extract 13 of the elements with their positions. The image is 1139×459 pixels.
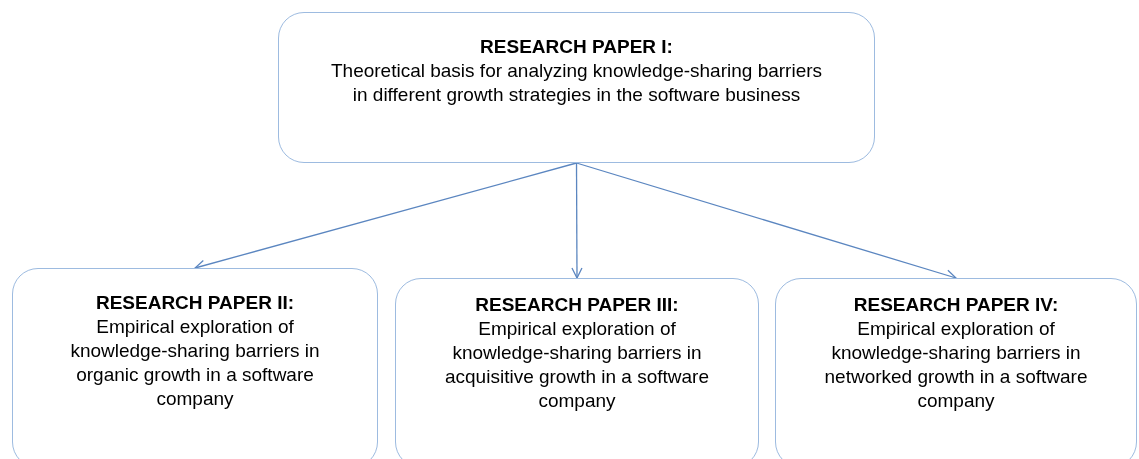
paper-description: Theoretical basis for analyzing knowledge-sharing barriers in different growth strategies in the software business [329,59,824,107]
paper-title: RESEARCH PAPER III: [475,293,679,317]
paper-box [775,278,1137,459]
paper-box [278,12,875,163]
paper-title: RESEARCH PAPER II: [95,291,295,315]
paper-box [12,268,378,459]
paper-box [395,278,759,459]
paper-title: RESEARCH PAPER I: [480,35,673,59]
paper-description: Empirical exploration of knowledge-sharing barriers in organic growth in a software company [69,315,321,411]
paper-description: Empirical exploration of knowledge-sharing barriers in acquisitive growth in a software company [444,317,710,413]
paper-title: RESEARCH PAPER IV: [853,293,1059,317]
paper-description: Empirical exploration of knowledge-sharing barriers in networked growth in a software company [823,317,1089,413]
arrow [571,162,583,279]
